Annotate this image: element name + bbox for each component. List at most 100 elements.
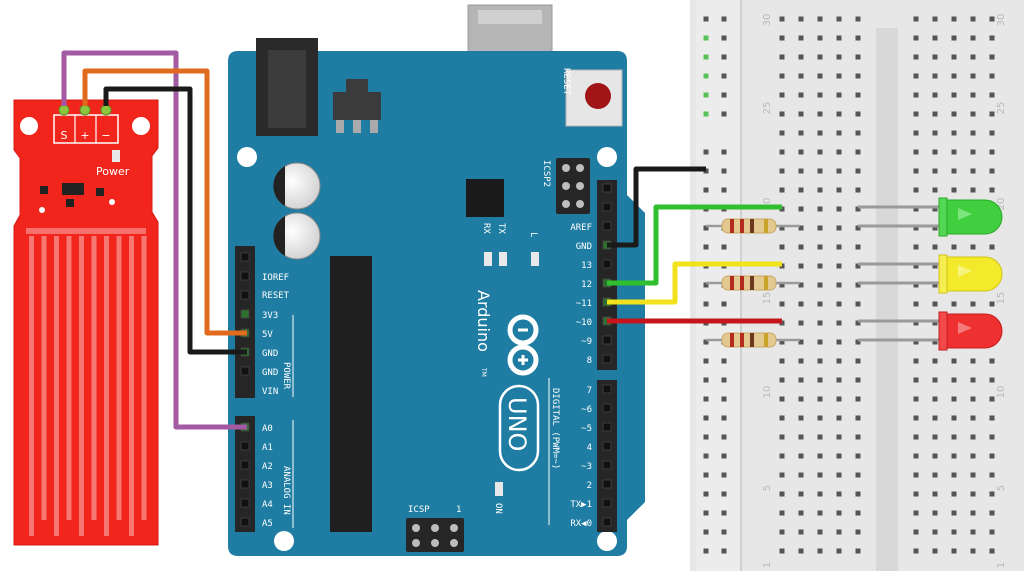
- breadboard-hole: [932, 206, 938, 212]
- pin-label: 5V: [262, 330, 273, 340]
- trace-finger: [91, 236, 97, 520]
- breadboard-hole: [817, 149, 823, 155]
- header-socket[interactable]: [240, 460, 250, 470]
- breadboard-hole: [932, 111, 938, 117]
- pin-label: A5: [262, 519, 273, 529]
- header-socket[interactable]: [602, 498, 612, 508]
- breadboard-hole: [970, 510, 976, 516]
- breadboard-hole: [932, 16, 938, 22]
- breadboard-hole: [703, 377, 709, 383]
- breadboard-hole: [779, 16, 785, 22]
- pin-label: ~5: [581, 424, 592, 434]
- breadboard-hole: [951, 529, 957, 535]
- header-socket[interactable]: [240, 517, 250, 527]
- breadboard-hole: [855, 35, 861, 41]
- breadboard-hole: [703, 491, 709, 497]
- header-socket[interactable]: [602, 517, 612, 527]
- icsp2-label: ICSP2: [541, 160, 551, 187]
- header-socket[interactable]: [602, 259, 612, 269]
- mount-hole: [274, 531, 294, 551]
- breadboard-hole: [970, 73, 976, 79]
- breadboard-hole: [721, 168, 727, 174]
- header-socket[interactable]: [602, 221, 612, 231]
- analog-group-label: ANALOG IN: [281, 466, 291, 515]
- header-socket[interactable]: [602, 460, 612, 470]
- breadboard-hole: [836, 453, 842, 459]
- header-socket[interactable]: [240, 290, 250, 300]
- breadboard-hole: [970, 301, 976, 307]
- breadboard-hole: [798, 73, 804, 79]
- breadboard-hole: [721, 453, 727, 459]
- sensor-traces: [26, 228, 147, 536]
- header-socket[interactable]: [602, 183, 612, 193]
- breadboard-hole: [855, 16, 861, 22]
- breadboard-hole: [817, 377, 823, 383]
- header-socket[interactable]: [602, 479, 612, 489]
- breadboard-hole: [970, 453, 976, 459]
- breadboard-hole: [836, 301, 842, 307]
- header-socket[interactable]: [602, 403, 612, 413]
- breadboard-hole: [779, 396, 785, 402]
- header-socket[interactable]: [240, 309, 250, 319]
- pin-label: TX▶1: [570, 500, 592, 510]
- breadboard-hole: [932, 510, 938, 516]
- breadboard-hole: [932, 130, 938, 136]
- breadboard-hole: [817, 73, 823, 79]
- row-number: 15: [762, 292, 773, 305]
- smd-resistor: [40, 186, 48, 194]
- header-socket[interactable]: [240, 441, 250, 451]
- header-socket[interactable]: [602, 384, 612, 394]
- header-socket[interactable]: [240, 479, 250, 489]
- breadboard-hole: [855, 168, 861, 174]
- breadboard-hole: [989, 472, 995, 478]
- breadboard-hole: [932, 225, 938, 231]
- header-socket[interactable]: [602, 335, 612, 345]
- breadboard-hole: [989, 548, 995, 554]
- header-socket[interactable]: [602, 441, 612, 451]
- breadboard-hole: [855, 187, 861, 193]
- breadboard-hole: [913, 396, 919, 402]
- breadboard-hole: [913, 548, 919, 554]
- pin-label: 12: [581, 280, 592, 290]
- breadboard-hole: [855, 73, 861, 79]
- sensor-pin-s[interactable]: [58, 104, 70, 116]
- breadboard-hole: [951, 130, 957, 136]
- breadboard-hole: [817, 529, 823, 535]
- breadboard-hole: [989, 187, 995, 193]
- breadboard-hole: [951, 491, 957, 497]
- tx-led: [499, 252, 507, 266]
- breadboard-hole: [913, 168, 919, 174]
- breadboard-hole: [817, 472, 823, 478]
- breadboard-hole: [703, 149, 709, 155]
- header-socket[interactable]: [240, 252, 250, 262]
- header-socket[interactable]: [602, 354, 612, 364]
- breadboard-hole: [932, 396, 938, 402]
- breadboard-hole: [721, 35, 727, 41]
- breadboard-hole: [836, 54, 842, 60]
- icsp-header: [406, 518, 464, 552]
- header-socket[interactable]: [240, 366, 250, 376]
- sensor-pin-minus[interactable]: [100, 104, 112, 116]
- breadboard-hole: [703, 434, 709, 440]
- power-header: [235, 246, 255, 398]
- header-socket[interactable]: [240, 498, 250, 508]
- breadboard-hole: [817, 510, 823, 516]
- breadboard-hole: [798, 263, 804, 269]
- pin-label: ~10: [576, 318, 592, 328]
- breadboard-hole: [817, 35, 823, 41]
- breadboard-hole: [703, 16, 709, 22]
- breadboard-hole: [703, 529, 709, 535]
- breadboard-hole: [721, 111, 727, 117]
- breadboard-hole: [913, 491, 919, 497]
- reset-button-cap[interactable]: [585, 83, 611, 109]
- pin-label: A3: [262, 481, 273, 491]
- breadboard-hole: [855, 548, 861, 554]
- sensor-pin-plus[interactable]: [79, 104, 91, 116]
- trace-finger: [66, 236, 72, 520]
- header-socket[interactable]: [602, 202, 612, 212]
- header-socket[interactable]: [602, 422, 612, 432]
- breadboard-hole: [836, 149, 842, 155]
- led-green: [858, 197, 1003, 237]
- breadboard-hole: [855, 225, 861, 231]
- header-socket[interactable]: [240, 271, 250, 281]
